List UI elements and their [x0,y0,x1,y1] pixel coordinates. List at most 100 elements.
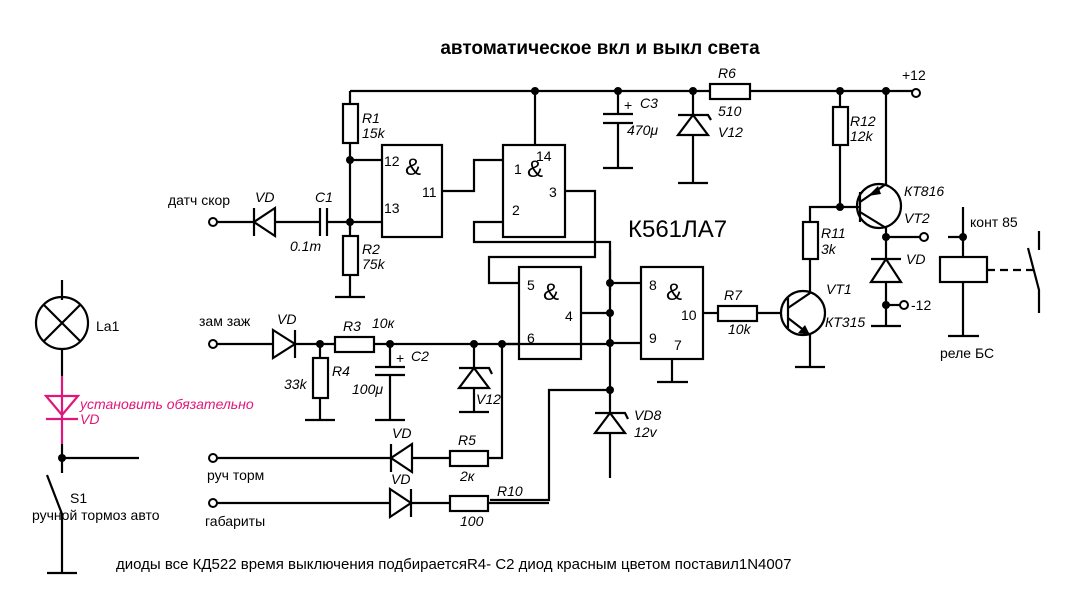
highlighted-diode-vd: установить обязательно VD [43,376,254,444]
resistor-r11: R11 3k [801,203,860,261]
nand-gate-2: 14 1 & 3 2 [472,91,612,290]
svg-text:2к: 2к [459,468,476,484]
svg-text:V12: V12 [476,391,501,407]
svg-text:VD: VD [392,425,411,441]
resistor-r7: R7 10k [716,287,780,337]
svg-text:зам заж: зам заж [199,313,251,329]
svg-text:12v: 12v [634,424,658,440]
svg-text:4: 4 [565,308,573,324]
svg-text:C1: C1 [315,189,333,205]
svg-text:R5: R5 [458,432,476,448]
svg-text:7: 7 [674,337,682,353]
svg-text:S1: S1 [70,490,87,506]
svg-text:&: & [405,154,421,181]
capacitor-c2: + C2 100μ [352,344,429,422]
svg-text:100μ: 100μ [352,381,383,397]
svg-text:La1: La1 [96,318,120,334]
speed-sensor-input: датч скор VD C1 0.1m [168,189,383,254]
gate3-pin6-wire [488,342,519,460]
chip-label: К561ЛА7 [628,216,727,243]
hand-brake-input: руч торм VD R5 2к [207,425,490,484]
svg-text:R12: R12 [850,113,876,129]
resistor-r4: R4 33k [284,344,350,422]
footer-note: диоды все КД522 время выключения подбира… [116,556,791,573]
svg-text:10: 10 [681,307,697,323]
diode-vt2-protect: VD -12 [868,237,931,328]
svg-text:5: 5 [527,277,535,293]
svg-text:14: 14 [536,148,552,164]
svg-text:V12: V12 [718,124,743,140]
svg-text:C3: C3 [640,95,658,111]
svg-text:VT2: VT2 [904,210,930,226]
svg-text:0.1m: 0.1m [290,238,321,254]
speed-sensor-terminal [208,217,218,227]
svg-text:VD: VD [391,471,410,487]
ignition-lock-input: зам заж VD R3 10к [199,311,610,361]
svg-text:&: & [527,156,543,183]
svg-text:75k: 75k [362,256,386,272]
switch-s1: S1 ручной тормоз авто [32,444,160,575]
resistor-r12: R12 12k [831,91,876,207]
svg-text:R7: R7 [724,287,743,303]
nand-gate-1: 12 13 & 11 [350,143,502,239]
svg-text:установить обязательно: установить обязательно [79,396,254,412]
hand-brake-terminal [208,453,218,463]
svg-text:3k: 3k [821,241,837,257]
zener-vd8: VD8 12v [490,388,661,502]
svg-text:R11: R11 [821,225,846,241]
nand-gate-4: 8 & 10 9 7 [639,265,718,384]
nand-gate-3: 5 & 4 6 [517,265,610,361]
svg-text:510: 510 [718,103,742,119]
svg-text:&: & [543,279,559,306]
ignition-lock-terminal [208,339,218,349]
svg-text:VD: VD [277,311,296,327]
svg-text:15k: 15k [362,125,386,141]
svg-text:+: + [624,97,632,113]
svg-text:R10: R10 [497,483,523,499]
svg-text:VD: VD [255,189,274,205]
svg-text:VD8: VD8 [634,407,661,423]
capacitor-c3: + C3 470μ [603,91,658,170]
svg-text:11: 11 [422,184,437,200]
svg-text:8: 8 [649,277,657,293]
gate-bus [606,250,641,478]
svg-text:1: 1 [514,161,522,177]
zener-v12-mid: V12 [456,344,501,414]
transistor-vt1: VT1 КТ315 [779,258,865,369]
svg-text:-12: -12 [911,297,931,313]
svg-text:33k: 33k [284,376,308,392]
svg-text:12k: 12k [850,128,874,144]
svg-text:КТ816: КТ816 [904,183,944,199]
parking-lights-terminal [208,498,218,508]
svg-text:C2: C2 [411,348,429,364]
svg-text:3: 3 [549,184,557,200]
svg-text:&: & [666,279,682,306]
svg-text:VD: VD [80,411,99,427]
svg-text:6: 6 [527,330,535,346]
schematic-title: автоматическое вкл и выкл света [440,38,760,59]
lamp-la1: La1 [34,280,120,376]
resistor-r6: R6 510 [708,65,752,119]
svg-text:13: 13 [384,200,400,216]
svg-text:+: + [396,350,404,366]
zener-v12-top: V12 [675,91,743,185]
svg-text:100: 100 [460,513,484,529]
svg-text:конт 85: конт 85 [970,214,1018,230]
minus12-terminal [899,300,909,310]
vt2-output-terminal [919,232,929,242]
svg-text:R6: R6 [718,65,736,81]
svg-text:реле БС: реле БС [940,345,994,361]
svg-text:12: 12 [384,153,400,169]
resistor-r1: R1 15k [341,91,386,230]
svg-text:R4: R4 [332,363,350,379]
svg-text:9: 9 [649,330,657,346]
plus12-label: +12 [902,67,926,83]
svg-text:10к: 10к [372,315,396,331]
resistor-r2: R2 75k [335,222,386,299]
svg-text:КТ315: КТ315 [825,314,865,330]
parking-lights-input: габариты VD R10 100 [205,471,549,529]
svg-text:2: 2 [512,202,520,218]
plus12-terminal [911,88,921,98]
relay-bs: конт 85 реле БС [938,207,1041,361]
svg-text:470μ: 470μ [627,122,658,138]
